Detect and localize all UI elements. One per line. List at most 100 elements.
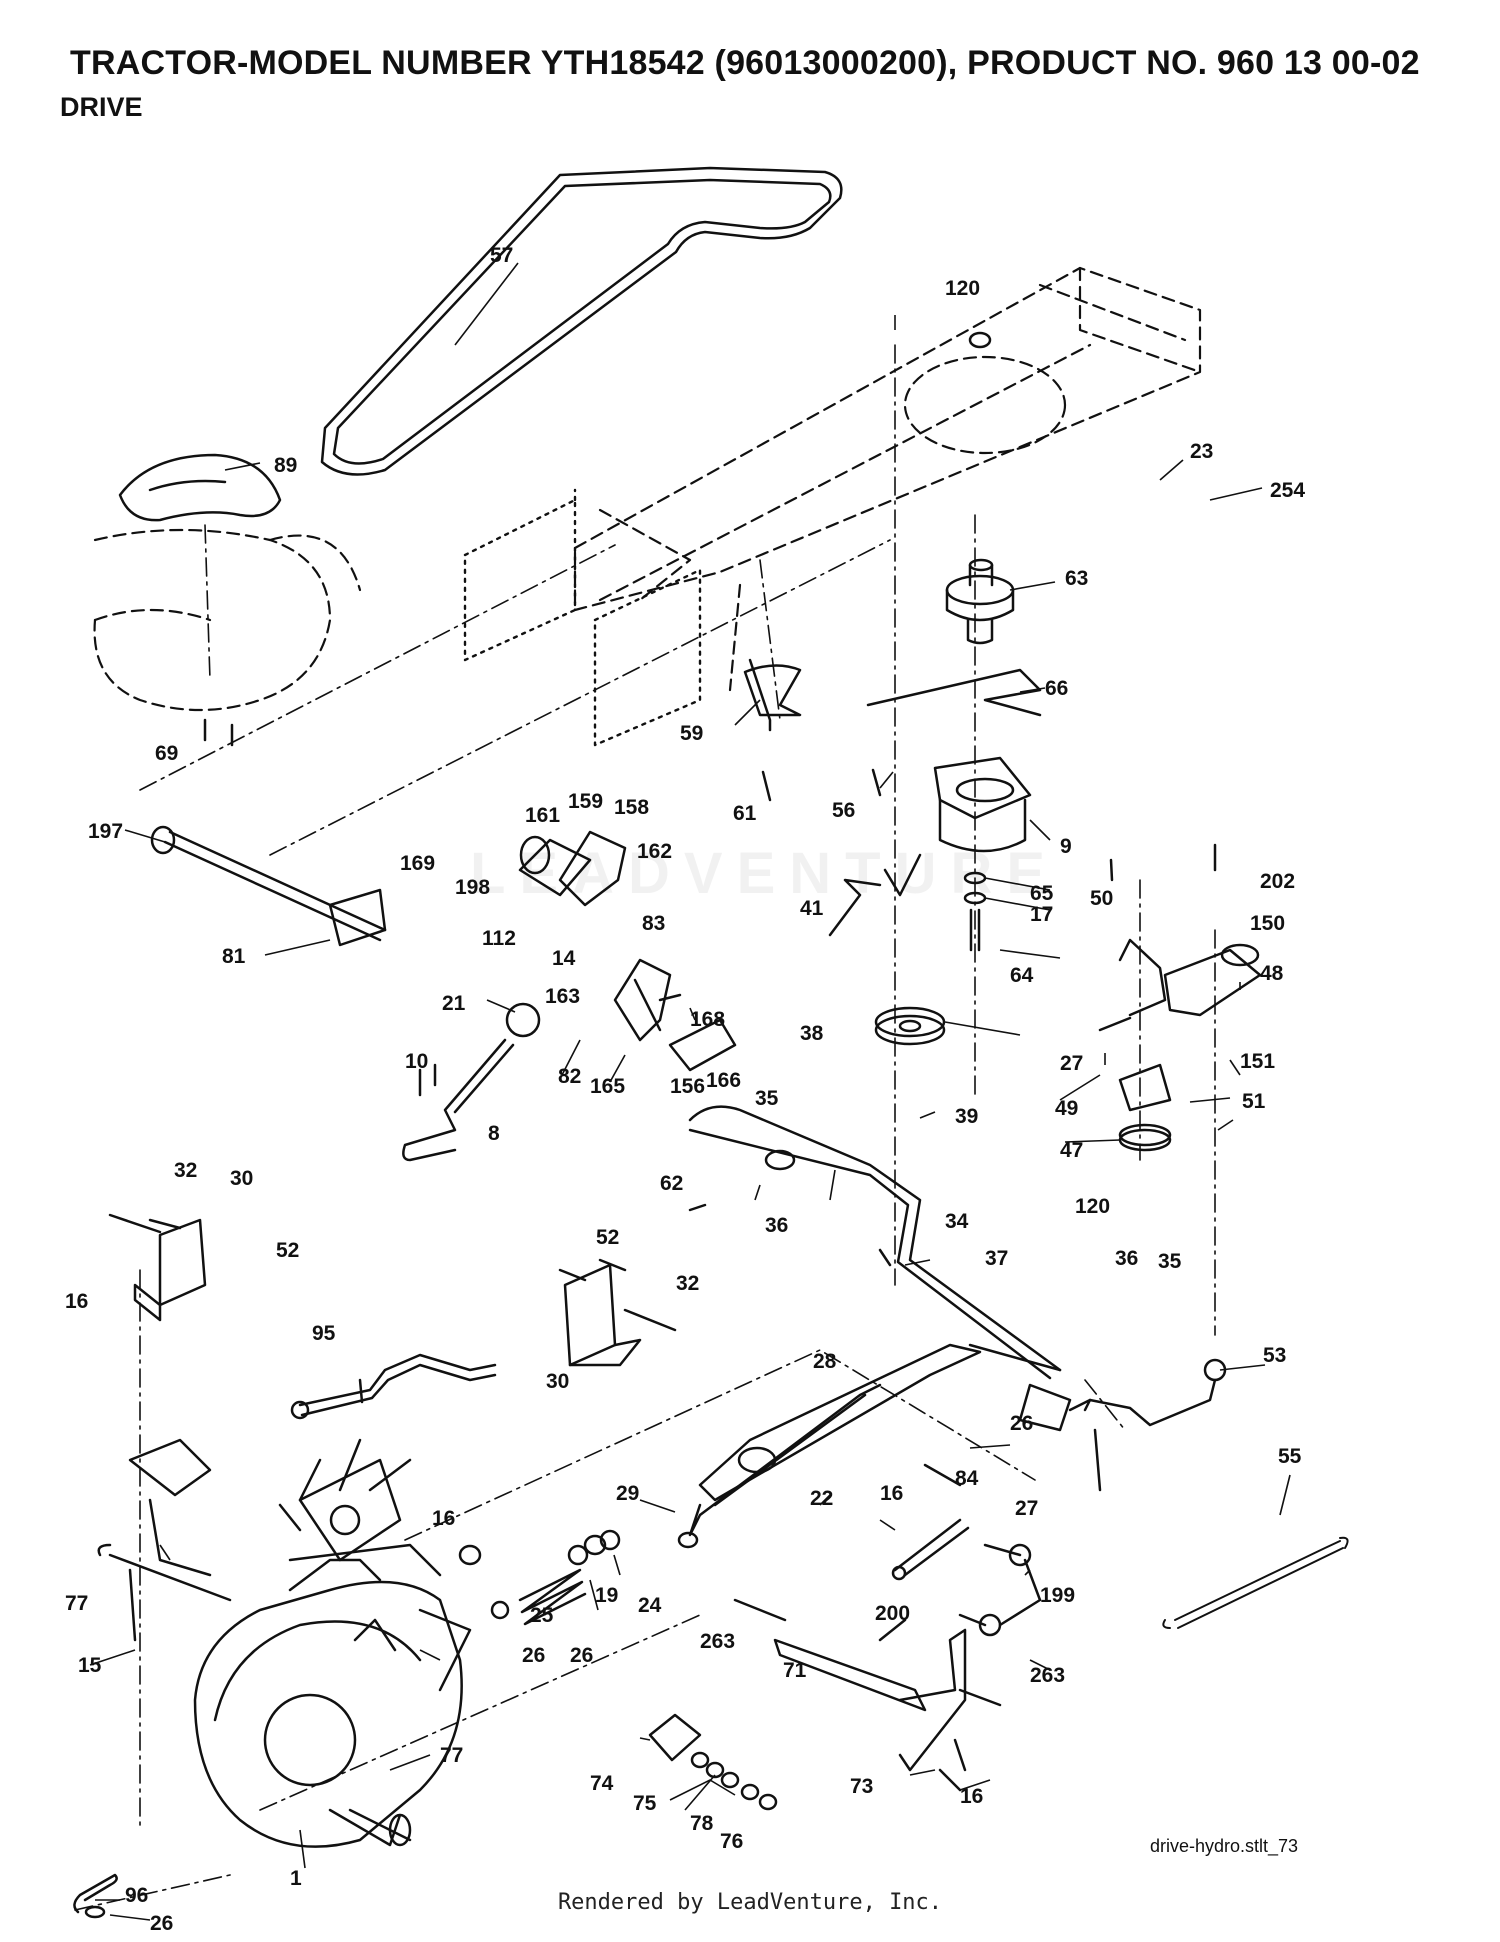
- mount-bracket-right: [558, 1258, 677, 1367]
- part-label: 75: [633, 1792, 657, 1815]
- part-label: 26: [1010, 1412, 1033, 1435]
- part-label: 51: [1242, 1090, 1266, 1113]
- part-label: 198: [455, 876, 490, 899]
- part-number-labels: 57 120 89 23 254 63 66 59 69 61 56 197 1…: [65, 244, 1305, 1935]
- part-label: 78: [690, 1812, 714, 1835]
- part-label: 47: [1060, 1139, 1083, 1162]
- drive-belt-part: [320, 166, 843, 476]
- part-label: 77: [65, 1592, 88, 1615]
- part-label: 151: [1240, 1050, 1275, 1073]
- brake-lever-part: [733, 1598, 1002, 1792]
- part-label: 71: [783, 1659, 807, 1682]
- part-label: 26: [522, 1644, 545, 1667]
- part-label: 166: [706, 1069, 741, 1092]
- linkage-plate-part: [518, 830, 672, 1042]
- part-label: 29: [616, 1482, 639, 1505]
- part-label: 66: [1045, 677, 1068, 700]
- part-label: 83: [642, 912, 665, 935]
- part-label: 263: [1030, 1664, 1065, 1687]
- part-label: 165: [590, 1075, 625, 1098]
- part-label: 73: [850, 1775, 873, 1798]
- part-label: 65: [1030, 882, 1054, 905]
- part-label: 17: [1030, 903, 1053, 926]
- part-label: 74: [590, 1772, 614, 1795]
- idler-pulley-part: [874, 1006, 946, 1046]
- diagram-reference: drive-hydro.stlt_73: [1150, 1836, 1299, 1856]
- part-label: 16: [432, 1507, 455, 1530]
- part-label: 22: [810, 1487, 833, 1510]
- belt-guide-parts: [748, 658, 922, 937]
- part-label: 35: [755, 1087, 779, 1110]
- tractor-frame-outline: [93, 266, 1202, 712]
- part-label: 34: [945, 1210, 969, 1233]
- control-rod-part: [290, 1353, 497, 1420]
- part-label: 161: [525, 804, 560, 827]
- part-label: 9: [1060, 835, 1072, 858]
- part-label: 23: [1190, 440, 1213, 463]
- part-label: 15: [78, 1654, 102, 1677]
- part-label: 38: [800, 1022, 824, 1045]
- part-label: 156: [670, 1075, 705, 1098]
- part-label: 48: [1260, 962, 1284, 985]
- part-label: 8: [488, 1122, 500, 1145]
- part-label: 112: [482, 927, 516, 950]
- bypass-spring-parts: [458, 1529, 621, 1626]
- part-label: 19: [595, 1584, 618, 1607]
- section-title: DRIVE: [60, 92, 143, 122]
- part-label: 27: [1060, 1052, 1083, 1075]
- part-label: 69: [155, 742, 178, 765]
- watermark: LEADVENTURE: [470, 841, 1060, 906]
- part-label: 57: [490, 244, 513, 267]
- assembly-centerlines: [74, 344, 1216, 1911]
- part-label: 263: [700, 1630, 735, 1653]
- part-label: 200: [875, 1602, 910, 1625]
- part-label: 59: [680, 722, 703, 745]
- part-label: 25: [530, 1604, 554, 1627]
- part-label: 76: [720, 1830, 743, 1853]
- part-label: 27: [1015, 1497, 1038, 1520]
- part-label: 26: [150, 1912, 173, 1935]
- bushing-stack-parts: [648, 1713, 778, 1811]
- part-label: 158: [614, 796, 649, 819]
- part-label: 36: [765, 1214, 788, 1237]
- frame-side-plates: [463, 488, 702, 747]
- part-label: 169: [400, 852, 435, 875]
- part-label: 150: [1250, 912, 1285, 935]
- part-label: 1: [290, 1867, 302, 1890]
- part-label: 120: [1075, 1195, 1110, 1218]
- part-label: 63: [1065, 567, 1088, 590]
- transaxle-part: [97, 1438, 472, 1848]
- part-label: 53: [1263, 1344, 1286, 1367]
- part-label: 159: [568, 790, 603, 813]
- part-label: 16: [880, 1482, 903, 1505]
- part-label: 84: [955, 1467, 979, 1490]
- part-label: 163: [545, 985, 580, 1008]
- part-label: 168: [690, 1008, 725, 1031]
- part-label: 39: [955, 1105, 978, 1128]
- page-title: TRACTOR-MODEL NUMBER YTH18542 (960130002…: [70, 44, 1420, 82]
- brake-bracket-parts: [743, 664, 1262, 1152]
- part-label: 16: [65, 1290, 88, 1313]
- part-label: 21: [442, 992, 466, 1015]
- part-label: 62: [660, 1172, 683, 1195]
- part-label: 89: [274, 454, 297, 477]
- part-label: 24: [638, 1594, 662, 1617]
- part-label: 77: [440, 1744, 463, 1767]
- pedal-shaft-part: [150, 825, 387, 947]
- part-label: 32: [174, 1159, 197, 1182]
- part-label: 197: [88, 820, 123, 843]
- part-label: 37: [985, 1247, 1008, 1270]
- part-label: 36: [1115, 1247, 1138, 1270]
- part-label: 96: [125, 1884, 148, 1907]
- linkage-link-part: [891, 1518, 1042, 1637]
- fastener-parts: [128, 718, 1217, 1642]
- part-label: 32: [676, 1272, 699, 1295]
- part-label: 162: [637, 840, 672, 863]
- tension-spring-part: [1162, 1536, 1349, 1629]
- part-label: 64: [1010, 964, 1034, 987]
- part-label: 52: [276, 1239, 299, 1262]
- cotter-pin-part: [73, 1873, 118, 1919]
- part-label: 10: [405, 1050, 428, 1073]
- part-label: 202: [1260, 870, 1295, 893]
